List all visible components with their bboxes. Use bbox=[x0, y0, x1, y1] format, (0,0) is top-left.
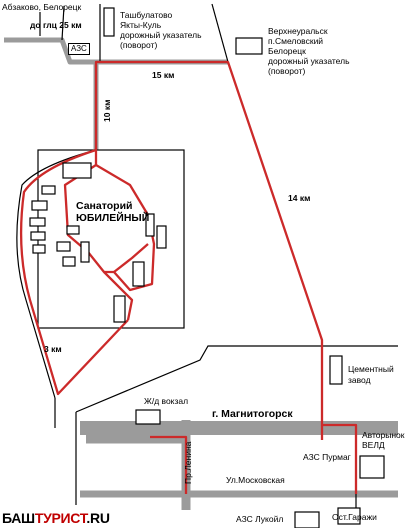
label-sign-turn-1: дорожный указатель bbox=[120, 30, 202, 40]
label-to-glc: до глц 25 км bbox=[30, 20, 82, 30]
label-azs-lukoil: АЗС Лукойл bbox=[236, 514, 284, 524]
label-azs-purmag: АЗС Пурмаг bbox=[303, 452, 351, 462]
label-ul-moskovskaya: Ул.Московская bbox=[226, 475, 285, 485]
label-rail-station: Ж/д вокзал bbox=[144, 396, 189, 406]
label-dist-3: 3 км bbox=[44, 344, 62, 354]
label-pr-lenina: Пр.Ленина bbox=[183, 441, 193, 484]
label-sign-turn-2: дорожный указатель bbox=[268, 56, 350, 66]
label-dist-14: 14 км bbox=[288, 193, 311, 203]
gray-roads bbox=[4, 37, 398, 510]
label-dist-15: 15 км bbox=[152, 70, 175, 80]
label-tashbulatovo: Ташбулатово bbox=[120, 10, 173, 20]
label-auto-market-2: ВЕЛД bbox=[362, 440, 385, 450]
label-sanatorium-2: ЮБИЛЕЙНЫЙ bbox=[76, 212, 150, 224]
label-auto-market-1: Авторынок bbox=[362, 430, 405, 440]
label-sanatorium-1: Санаторий bbox=[76, 200, 133, 212]
label-turn-1: (поворот) bbox=[120, 40, 158, 50]
label-turn-2: (поворот) bbox=[268, 66, 306, 76]
label-beloretsk: Белорецк bbox=[268, 46, 306, 56]
logo-part-3: .RU bbox=[86, 510, 110, 526]
label-cement-1: Цементный bbox=[348, 364, 394, 374]
label-yakty-kul: Якты-Куль bbox=[120, 20, 162, 30]
label-dist-10: 10 км bbox=[102, 99, 112, 122]
label-city: г. Магнитогорск bbox=[212, 408, 293, 420]
label-cement-2: завод bbox=[348, 375, 371, 385]
buildings bbox=[29, 7, 385, 528]
label-smelovsky: п.Смеловский bbox=[268, 36, 324, 46]
label-abzakovo: Абзаково, Белорецк bbox=[2, 2, 82, 12]
logo-part-2: ТУРИСТ bbox=[34, 510, 87, 526]
black-roads bbox=[16, 3, 398, 520]
label-azs-top: АЗС bbox=[68, 43, 90, 55]
label-verkhneuralsk: Верхнеуральск bbox=[268, 26, 328, 36]
bashturist-logo[interactable]: БАШТУРИСТ.RU bbox=[2, 510, 110, 526]
logo-part-1: БАШ bbox=[2, 510, 35, 526]
label-ost-garazhi: Ост.Гаражи bbox=[332, 512, 377, 522]
